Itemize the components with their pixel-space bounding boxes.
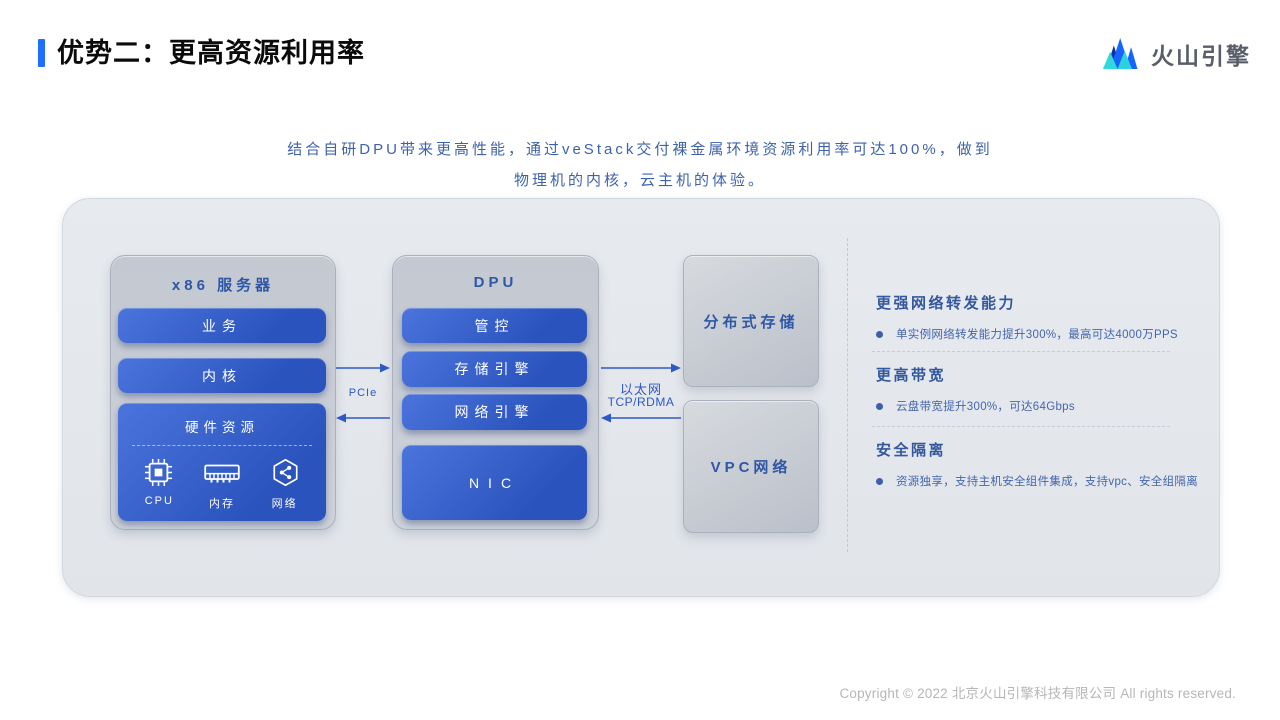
benefit-bullet-row: 资源独享，支持主机安全组件集成，支持vpc、安全组隔离 xyxy=(876,473,1198,489)
server-layer-kernel: 内核 xyxy=(118,358,326,393)
benefit-item-bandwidth: 更高带宽 云盘带宽提升300%，可达64Gbps xyxy=(876,368,1178,414)
dpu-layer-network-engine: 网络引擎 xyxy=(402,394,587,430)
benefit-item-network: 更强网络转发能力 单实例网络转发能力提升300%，最高可达4000万PPS xyxy=(876,296,1178,342)
hardware-label-network: 网络 xyxy=(271,498,298,510)
hardware-item-network xyxy=(271,458,300,487)
benefit-divider xyxy=(872,351,1170,352)
benefit-bullet-row: 云盘带宽提升300%，可达64Gbps xyxy=(876,398,1178,414)
benefit-divider xyxy=(872,426,1170,427)
cpu-icon xyxy=(144,458,172,487)
tcp-rdma-label: TCP/RDMA xyxy=(607,395,675,409)
memory-icon xyxy=(204,464,240,483)
hardware-label-memory: 内存 xyxy=(208,498,235,510)
ethernet-label: 以太网 xyxy=(619,382,662,397)
hardware-box-title: 硬件资源 xyxy=(185,420,259,435)
vpc-box-title: VPC网络 xyxy=(710,459,792,476)
benefit-bullet-row: 单实例网络转发能力提升300%，最高可达4000万PPS xyxy=(876,326,1178,342)
benefit-bullet: 单实例网络转发能力提升300%，最高可达4000万PPS xyxy=(896,329,1178,341)
pcie-label: PCIe xyxy=(348,387,378,399)
arrow-left-icon xyxy=(601,413,681,423)
hardware-icons-row xyxy=(118,457,326,487)
arrow-right-icon xyxy=(601,363,681,373)
hardware-labels-row: CPU 内存 网络 xyxy=(118,495,326,511)
intro-line-1: 结合自研DPU带来更高性能，通过veStack交付裸金属环境资源利用率可达100… xyxy=(287,141,993,158)
benefit-title: 安全隔离 xyxy=(876,442,947,459)
intro-paragraph: 结合自研DPU带来更高性能，通过veStack交付裸金属环境资源利用率可达100… xyxy=(0,134,1280,196)
vpc-box: VPC网络 xyxy=(683,400,819,533)
arrow-left-icon xyxy=(336,413,390,423)
dpu-box-title: DPU xyxy=(473,274,518,291)
benefit-item-security: 安全隔离 资源独享，支持主机安全组件集成，支持vpc、安全组隔离 xyxy=(876,442,1198,489)
brand-logo: 火山引擎 xyxy=(1102,35,1251,72)
nic-bar: NIC xyxy=(402,445,587,520)
dpu-layer-control: 管控 xyxy=(402,308,587,343)
hardware-label-cpu: CPU xyxy=(144,495,174,507)
benefit-title: 更高带宽 xyxy=(876,367,947,384)
storage-box-title: 分布式存储 xyxy=(703,313,799,331)
vertical-divider xyxy=(847,238,848,552)
network-icon xyxy=(273,458,298,487)
bullet-dot-icon xyxy=(876,402,883,410)
bullet-dot-icon xyxy=(876,330,883,338)
hardware-box: 硬件资源 xyxy=(118,403,326,521)
benefit-bullet: 云盘带宽提升300%，可达64Gbps xyxy=(896,401,1075,413)
title-accent-bar xyxy=(38,39,45,67)
hardware-item-memory xyxy=(204,461,240,487)
hardware-item-cpu xyxy=(144,458,173,487)
benefit-bullet: 资源独享，支持主机安全组件集成，支持vpc、安全组隔离 xyxy=(896,476,1198,488)
bullet-dot-icon xyxy=(876,477,883,485)
server-box-title: x86 服务器 xyxy=(171,277,275,294)
copyright-text: Copyright © 2022 北京火山引擎科技有限公司 All rights… xyxy=(839,686,1236,701)
benefit-title: 更强网络转发能力 xyxy=(876,295,1017,312)
brand-logo-text: 火山引擎 xyxy=(1151,42,1251,69)
page-title: 优势二：更高资源利用率 xyxy=(57,38,365,68)
storage-box: 分布式存储 xyxy=(683,255,819,387)
volcano-logo-icon xyxy=(1102,38,1138,69)
intro-line-2: 物理机的内核，云主机的体验。 xyxy=(513,172,766,189)
server-layer-business: 业务 xyxy=(118,308,326,343)
dpu-layer-storage-engine: 存储引擎 xyxy=(402,351,587,387)
hardware-divider xyxy=(132,445,312,446)
arrow-right-icon xyxy=(336,363,390,373)
